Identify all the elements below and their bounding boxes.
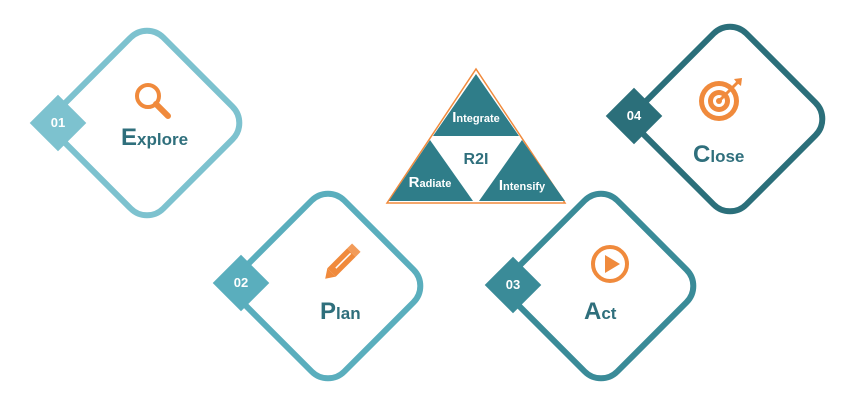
- step-01-label: Explore: [121, 124, 189, 151]
- triangle-intensify: [479, 140, 565, 201]
- play-icon: [591, 245, 629, 283]
- r2i-title: R2I: [464, 151, 489, 168]
- magnifier-icon: [135, 83, 171, 119]
- step-04-number: 04: [626, 108, 642, 123]
- integrate-label: Integrate: [452, 109, 500, 126]
- intensify-label: Intensify: [499, 177, 546, 194]
- triangle-integrate: [433, 74, 519, 136]
- pencil-icon: [325, 243, 361, 279]
- radiate-label: Radiate: [409, 174, 452, 191]
- step-03-number: 03: [505, 277, 521, 292]
- triangle-radiate: [389, 140, 473, 201]
- step-03-label: Act: [584, 298, 617, 325]
- step-02-label: Plan: [320, 298, 361, 325]
- r2i-triangle: R2I Integrate Radiate Intensify: [385, 67, 567, 204]
- step-01-number: 01: [50, 115, 66, 130]
- step-04-label: Close: [693, 141, 745, 168]
- target-icon: [699, 78, 742, 121]
- step-02-number: 02: [233, 275, 249, 290]
